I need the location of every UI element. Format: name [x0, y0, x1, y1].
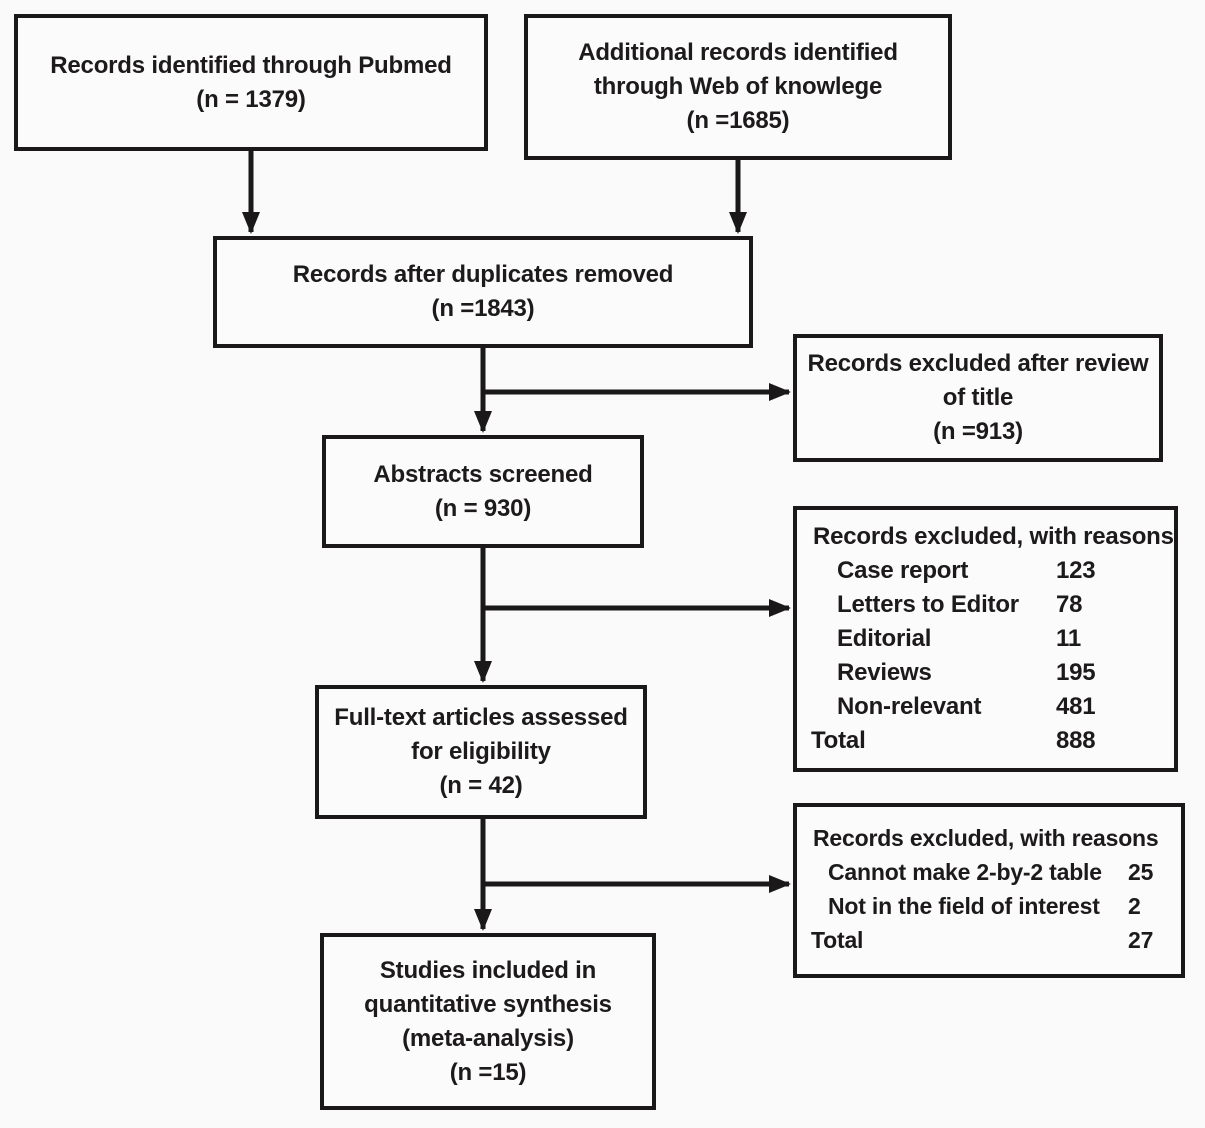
box-records-excluded-fulltext-reasons: Records excluded, with reasons Cannot ma…: [793, 803, 1185, 978]
box-count: (n =15): [449, 1058, 527, 1086]
box-text-line: quantitative synthesis: [364, 990, 612, 1018]
box-additional-records-wok: Additional records identified through We…: [524, 14, 952, 160]
reason-label: Not in the field of interest: [828, 893, 1100, 919]
reason-value: 123: [1056, 557, 1096, 584]
box-abstracts-screened: Abstracts screened (n = 930): [322, 435, 644, 548]
total-label: Total: [811, 727, 866, 754]
box-count: (n = 1379): [196, 85, 306, 113]
reason-label: Reviews: [837, 659, 932, 686]
box-fulltext-assessed: Full-text articles assessed for eligibil…: [315, 685, 647, 819]
box-text-line: for eligibility: [411, 738, 551, 765]
box-text-line: Full-text articles assessed: [334, 704, 628, 731]
box-count: (n = 930): [434, 494, 532, 522]
reason-label: Letters to Editor: [837, 591, 1019, 618]
reason-label: Editorial: [837, 625, 932, 652]
reason-row: Non-relevant 481: [811, 690, 1162, 724]
box-count: (n =1843): [431, 295, 535, 322]
reason-label: Case report: [837, 557, 969, 584]
reason-row: Case report 123: [811, 554, 1162, 588]
total-label: Total: [811, 927, 864, 953]
box-text-line: (meta-analysis): [402, 1024, 574, 1052]
box-count: (n = 42): [439, 772, 523, 799]
reason-value: 25: [1128, 859, 1154, 885]
reason-row: Letters to Editor 78: [811, 588, 1162, 622]
reason-row: Cannot make 2-by-2 table 25: [811, 855, 1169, 889]
box-count: (n =913): [933, 418, 1023, 445]
reason-total-row: Total 888: [811, 724, 1162, 758]
box-records-after-duplicates-removed: Records after duplicates removed (n =184…: [213, 236, 753, 348]
box-text-line: Studies included in: [379, 956, 597, 984]
reason-value: 481: [1056, 693, 1096, 720]
reason-value: 11: [1056, 625, 1081, 652]
box-records-identified-pubmed: Records identified through Pubmed (n = 1…: [14, 14, 488, 151]
reasons-header: Records excluded, with reasons: [813, 825, 1159, 851]
reason-row: Editorial 11: [811, 622, 1162, 656]
reason-label: Non-relevant: [837, 693, 982, 720]
reason-value: 2: [1128, 893, 1141, 919]
reason-label: Cannot make 2-by-2 table: [828, 859, 1102, 885]
box-text-line: Additional records identified: [578, 39, 898, 66]
box-count: (n =1685): [686, 107, 790, 134]
reasons-header: Records excluded, with reasons: [813, 523, 1174, 550]
reason-row: Not in the field of interest 2: [811, 889, 1169, 923]
reason-row: Reviews 195: [811, 656, 1162, 690]
reason-value: 78: [1056, 591, 1083, 618]
box-text-line: Records after duplicates removed: [292, 261, 674, 288]
reason-value: 195: [1056, 659, 1096, 686]
total-value: 27: [1128, 927, 1154, 953]
total-value: 888: [1056, 727, 1096, 754]
box-text-line: Records identified through Pubmed: [50, 51, 452, 79]
box-records-excluded-abstract-reasons: Records excluded, with reasons Case repo…: [793, 506, 1178, 772]
box-text-line: of title: [942, 384, 1014, 411]
box-text-line: through Web of knowlege: [593, 73, 883, 100]
box-studies-included: Studies included in quantitative synthes…: [320, 933, 656, 1110]
reason-total-row: Total 27: [811, 923, 1169, 957]
box-text-line: Abstracts screened: [373, 460, 593, 488]
box-records-excluded-title-review: Records excluded after review of title (…: [793, 334, 1163, 462]
box-text-line: Records excluded after review: [807, 350, 1149, 377]
